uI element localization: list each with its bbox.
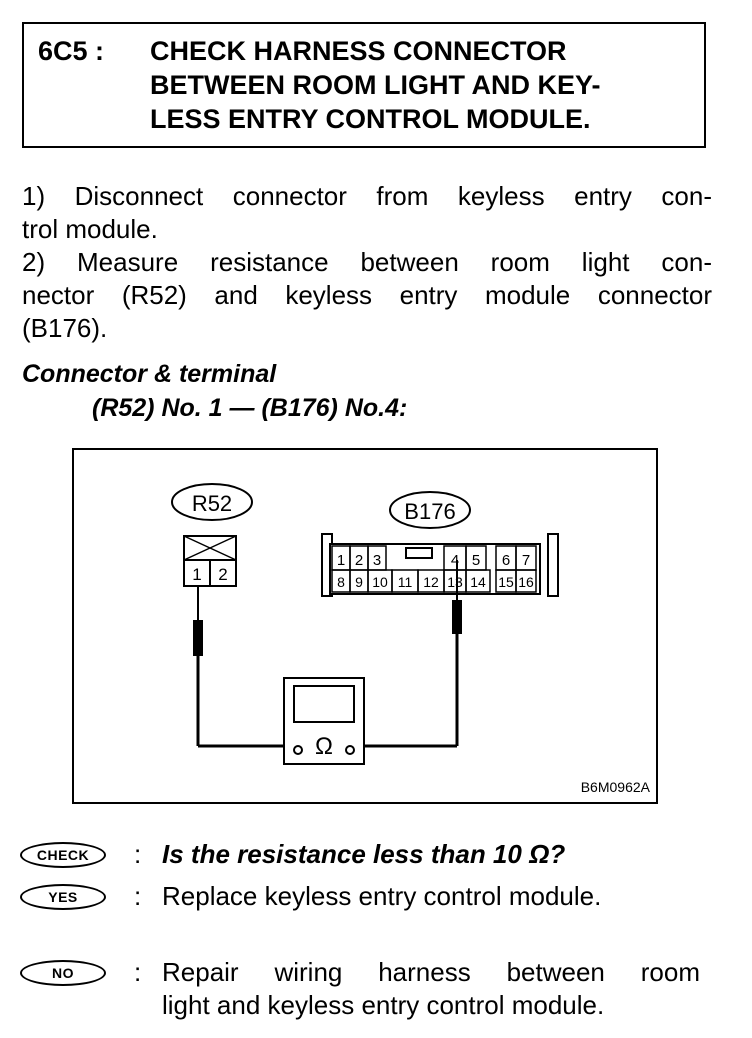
figure-code: B6M0962A (581, 779, 651, 795)
right-probe (364, 560, 462, 748)
step-line-5: (B176). (22, 313, 108, 343)
b176-pin-6: 6 (502, 552, 510, 569)
b176-pin-12: 12 (423, 574, 439, 590)
b176-lock-notch (405, 547, 433, 559)
b176-pin-11: 11 (398, 574, 413, 590)
ohm-symbol: Ω (315, 733, 333, 760)
b176-pin-4: 4 (451, 552, 459, 569)
ohmmeter-display (293, 685, 355, 723)
ohmmeter-right-jack (345, 745, 355, 755)
step-line-4: nector (R52) and keyless entry module co… (22, 280, 712, 310)
b176-pin-2: 2 (355, 552, 363, 569)
yes-badge: YES (20, 884, 106, 910)
r52-connector: 1 2 (183, 535, 237, 587)
ohmmeter-left-jack (293, 745, 303, 755)
yes-result: Replace keyless entry control module. (162, 880, 601, 913)
b176-label-ellipse (389, 491, 471, 529)
b176-pin-14: 14 (470, 574, 486, 590)
title-line-2: BETWEEN ROOM LIGHT AND KEY- (150, 70, 601, 100)
b176-pin-1: 1 (337, 552, 345, 569)
b176-cell-16 (515, 569, 537, 593)
ohmmeter: Ω (283, 677, 365, 765)
left-probe (193, 586, 284, 748)
b176-pin-16: 16 (518, 574, 534, 590)
check-colon: : (134, 839, 142, 869)
wiring-diagram: R52 1 2 B176 (72, 448, 658, 804)
b176-cell-14 (465, 569, 491, 593)
b176-pin-8: 8 (337, 574, 345, 590)
r52-label-ellipse (171, 483, 253, 521)
procedure-steps: 1) Disconnect connector from keyless ent… (22, 180, 712, 345)
yes-result-text: Replace keyless entry control module. (162, 881, 602, 911)
r52-pin-2: 2 (218, 565, 227, 584)
b176-pin-7: 7 (522, 552, 530, 569)
r52-pin-1: 1 (192, 565, 201, 584)
left-probe-handle (193, 620, 203, 656)
step-code: 6C5 : (38, 36, 105, 66)
no-badge: NO (20, 960, 106, 986)
no-result-line-1: Repair wiring harness between room (162, 957, 700, 987)
title-line-3: LESS ENTRY CONTROL MODULE. (150, 104, 591, 134)
b176-connector: 1 2 3 4 5 6 7 8 9 10 11 12 13 14 15 16 (321, 533, 559, 597)
step-line-2: trol module. (22, 214, 158, 244)
wiring-diagram-svg: R52 1 2 B176 (171, 483, 651, 795)
step-title-box: 6C5 : CHECK HARNESS CONNECTOR BETWEEN RO… (22, 22, 706, 148)
b176-right-tab (547, 533, 559, 597)
check-question-text: Is the resistance less than 10 Ω? (162, 839, 566, 869)
step-title: CHECK HARNESS CONNECTOR BETWEEN ROOM LIG… (150, 34, 690, 136)
no-result-line-2: light and keyless entry control module. (162, 990, 605, 1020)
b176-pin-13: 13 (447, 574, 463, 590)
title-line-1: CHECK HARNESS CONNECTOR (150, 36, 567, 66)
connector-terminal-value: (R52) No. 1 — (B176) No.4: (92, 394, 408, 422)
r52-label: R52 (192, 491, 232, 516)
b176-pin-9: 9 (355, 574, 363, 590)
yes-colon: : (134, 881, 142, 911)
no-colon: : (134, 957, 142, 987)
b176-body (329, 543, 541, 595)
connector-terminal-label: Connector & terminal (22, 360, 277, 388)
step-line-1: 1) Disconnect connector from keyless ent… (22, 181, 712, 211)
b176-pin-5: 5 (472, 552, 480, 569)
no-result: Repair wiring harness between room light… (162, 956, 700, 1022)
b176-pin-10: 10 (372, 574, 388, 590)
check-question: Is the resistance less than 10 Ω? (162, 838, 565, 871)
step-line-3: 2) Measure resistance between room light… (22, 247, 712, 277)
right-probe-handle (452, 600, 462, 634)
r52-cross-line-b (183, 535, 237, 561)
b176-pin-3: 3 (373, 552, 381, 569)
check-badge: CHECK (20, 842, 106, 868)
b176-label: B176 (404, 499, 455, 524)
b176-pin-15: 15 (498, 574, 514, 590)
